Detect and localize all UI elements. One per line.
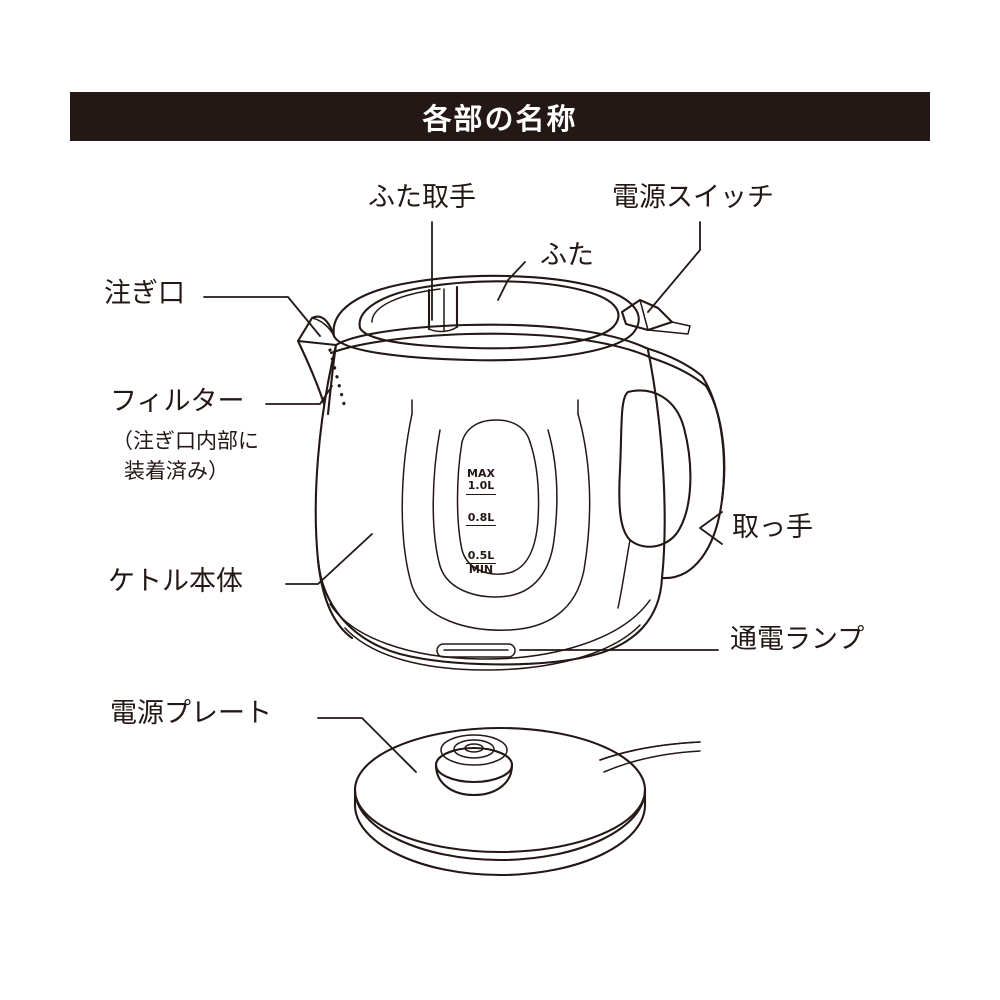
label-power-plate: 電源プレート xyxy=(110,698,272,729)
gauge-max-value: 1.0L xyxy=(467,479,495,493)
gauge-max-rule xyxy=(466,493,496,495)
kettle-handle xyxy=(617,374,726,609)
gauge-min-value: 0.5L xyxy=(467,549,495,562)
kettle-lid xyxy=(332,274,640,362)
label-filter-note-line1: （注ぎ口内部に xyxy=(112,429,259,453)
leader-lines xyxy=(203,221,723,773)
label-kettle-body: ケトル本体 xyxy=(108,566,243,597)
gauge-mid: 0.8L xyxy=(455,511,507,527)
leader-spout xyxy=(203,296,321,337)
gauge-min: 0.5L MIN xyxy=(455,549,507,577)
gauge-max: MAX 1.0L xyxy=(455,467,507,495)
page-title: 各部の名称 xyxy=(422,101,578,136)
gauge-min-unit: MIN xyxy=(468,563,494,577)
leader-power-switch xyxy=(647,221,701,313)
label-spout: 注ぎ口 xyxy=(104,278,185,309)
gauge-mid-value: 0.8L xyxy=(467,511,495,524)
leader-handle xyxy=(699,511,723,545)
water-level-window xyxy=(401,399,591,631)
power-plate-shape xyxy=(353,726,701,877)
kettle-spout xyxy=(296,315,346,416)
leader-lid xyxy=(497,261,526,301)
label-power-switch: 電源スイッチ xyxy=(612,182,774,213)
leader-filter xyxy=(265,385,333,405)
gauge-min-rule xyxy=(466,562,496,565)
power-switch-shape xyxy=(620,298,691,335)
label-lid-handle: ふた取手 xyxy=(368,182,476,213)
section-header-bar: 各部の名称 xyxy=(70,92,930,141)
label-lid: ふた xyxy=(540,240,594,271)
label-handle: 取っ手 xyxy=(732,512,813,543)
filter-dotted-line xyxy=(328,348,346,406)
gauge-mid-rule xyxy=(466,524,496,527)
gauge-max-unit: MAX xyxy=(467,467,495,480)
label-filter: フィルター xyxy=(110,386,245,417)
leader-power-plate xyxy=(317,717,417,773)
label-power-lamp: 通電ランプ xyxy=(730,624,865,655)
leader-kettle-body xyxy=(285,533,373,585)
label-filter-note-line2: 装着済み） xyxy=(124,459,229,483)
power-lamp-shape xyxy=(436,643,516,658)
kettle-body-shape xyxy=(314,343,666,671)
